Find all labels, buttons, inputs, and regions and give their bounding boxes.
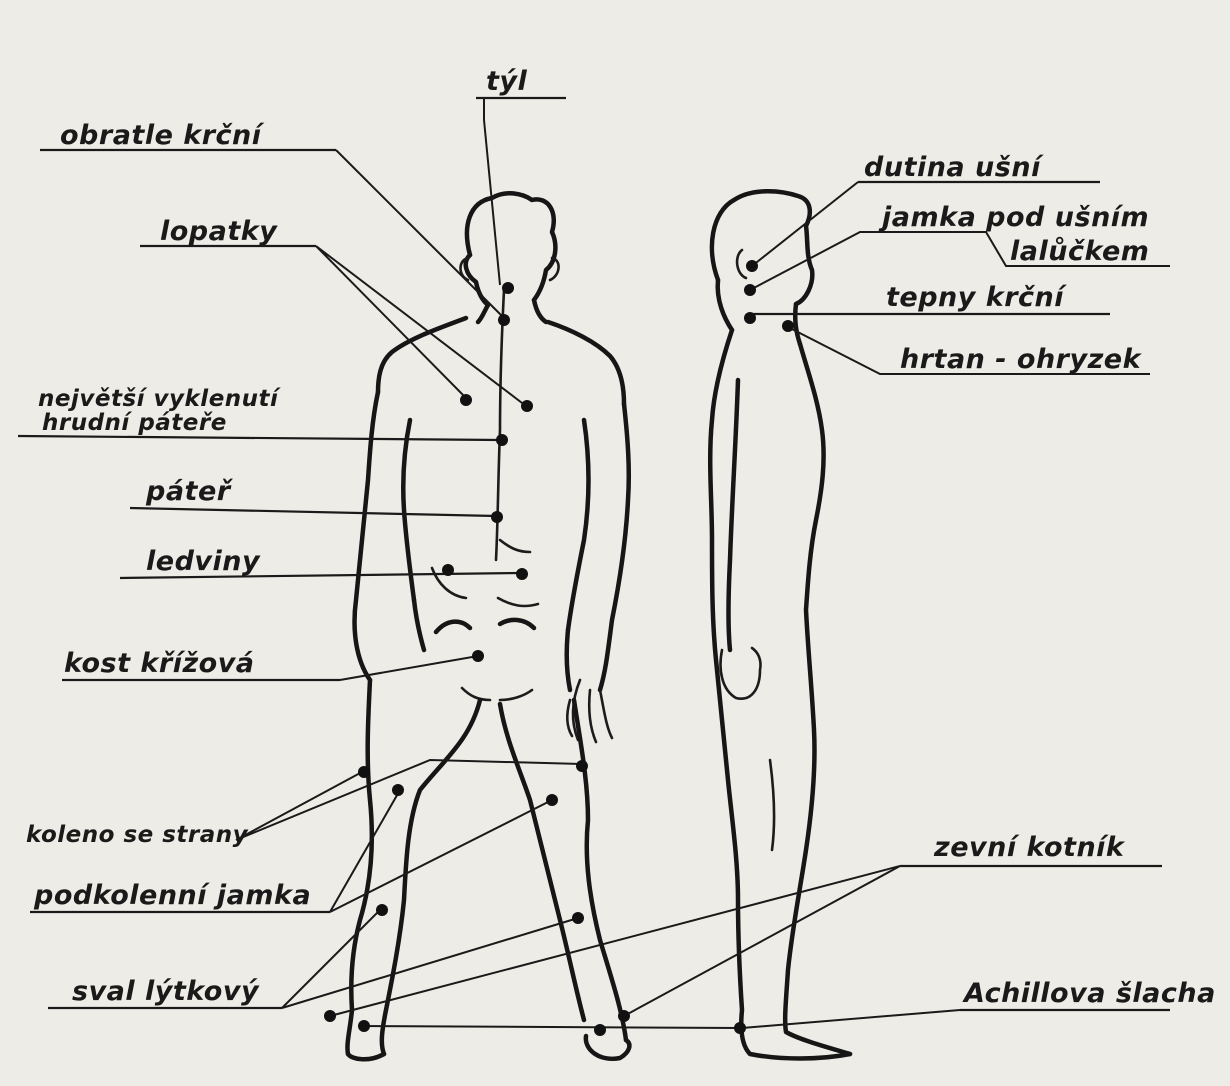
label-dutina-usni: dutina ušní xyxy=(864,152,1044,183)
label-koleno-se-strany: koleno se strany xyxy=(26,822,249,848)
point-achilles-side xyxy=(734,1022,746,1034)
label-obratle-krcni: obratle krční xyxy=(60,120,265,151)
point-achilles-back xyxy=(594,1024,606,1036)
point-pater xyxy=(491,511,503,523)
label-nejvetsi-line1: největší vyklenutí xyxy=(38,386,281,412)
point-ledvina-right xyxy=(516,568,528,580)
point-jamka xyxy=(744,284,756,296)
point-ledvina-left xyxy=(442,564,454,576)
point-obratle xyxy=(498,314,510,326)
label-zevni-kotnik: zevní kotník xyxy=(933,832,1126,863)
point-podkolenni-left xyxy=(392,784,404,796)
label-kost-krizova: kost křížová xyxy=(64,648,255,679)
point-kotnik-right xyxy=(618,1010,630,1022)
point-lopatka-right xyxy=(521,400,533,412)
label-tepny-krcni: tepny krční xyxy=(886,282,1067,313)
label-podkolenni-jamka: podkolenní jamka xyxy=(33,880,311,911)
right-leg-outer xyxy=(574,700,626,1040)
point-hrtan xyxy=(782,320,794,332)
point-podkolenni-right xyxy=(546,794,558,806)
label-nejvetsi-line2: hrudní páteře xyxy=(42,410,227,436)
side-view-figure xyxy=(710,191,850,1058)
point-tyl xyxy=(502,282,514,294)
head-side-outline xyxy=(712,191,812,304)
label-tyl: týl xyxy=(486,66,528,97)
point-kotnik-left xyxy=(324,1010,336,1022)
point-kost-krizova xyxy=(472,650,484,662)
label-jamka-line1: jamka pod ušním xyxy=(878,202,1149,233)
left-leg-outer xyxy=(347,680,371,1054)
point-achilles-left xyxy=(358,1020,370,1032)
labels: týl obratle krční lopatky největší vykle… xyxy=(26,66,1216,1009)
point-lytko-right xyxy=(572,912,584,924)
label-ledviny: ledviny xyxy=(146,546,261,577)
left-shoulder xyxy=(378,318,466,392)
back-view-figure xyxy=(347,193,629,1059)
side-front-outline xyxy=(785,344,850,1054)
left-leg-inner xyxy=(382,700,480,1054)
label-achillova-slacha: Achillova šlacha xyxy=(962,978,1216,1009)
label-lopatky: lopatky xyxy=(160,216,278,247)
label-pater: páteř xyxy=(145,476,234,507)
label-hrtan-ohryzek: hrtan - ohryzek xyxy=(900,344,1143,375)
point-koleno-left xyxy=(358,766,370,778)
point-tepny xyxy=(744,312,756,324)
point-lopatka-left xyxy=(460,394,472,406)
point-dutina-usni xyxy=(746,260,758,272)
right-leg-inner xyxy=(500,704,584,1020)
right-shoulder xyxy=(548,322,624,404)
point-koleno-right xyxy=(576,760,588,772)
point-lytko-left xyxy=(376,904,388,916)
point-vyklenuti xyxy=(496,434,508,446)
label-jamka-line2: lalůčkem xyxy=(1010,236,1149,267)
label-sval-lytkovy: sval lýtkový xyxy=(72,976,260,1007)
